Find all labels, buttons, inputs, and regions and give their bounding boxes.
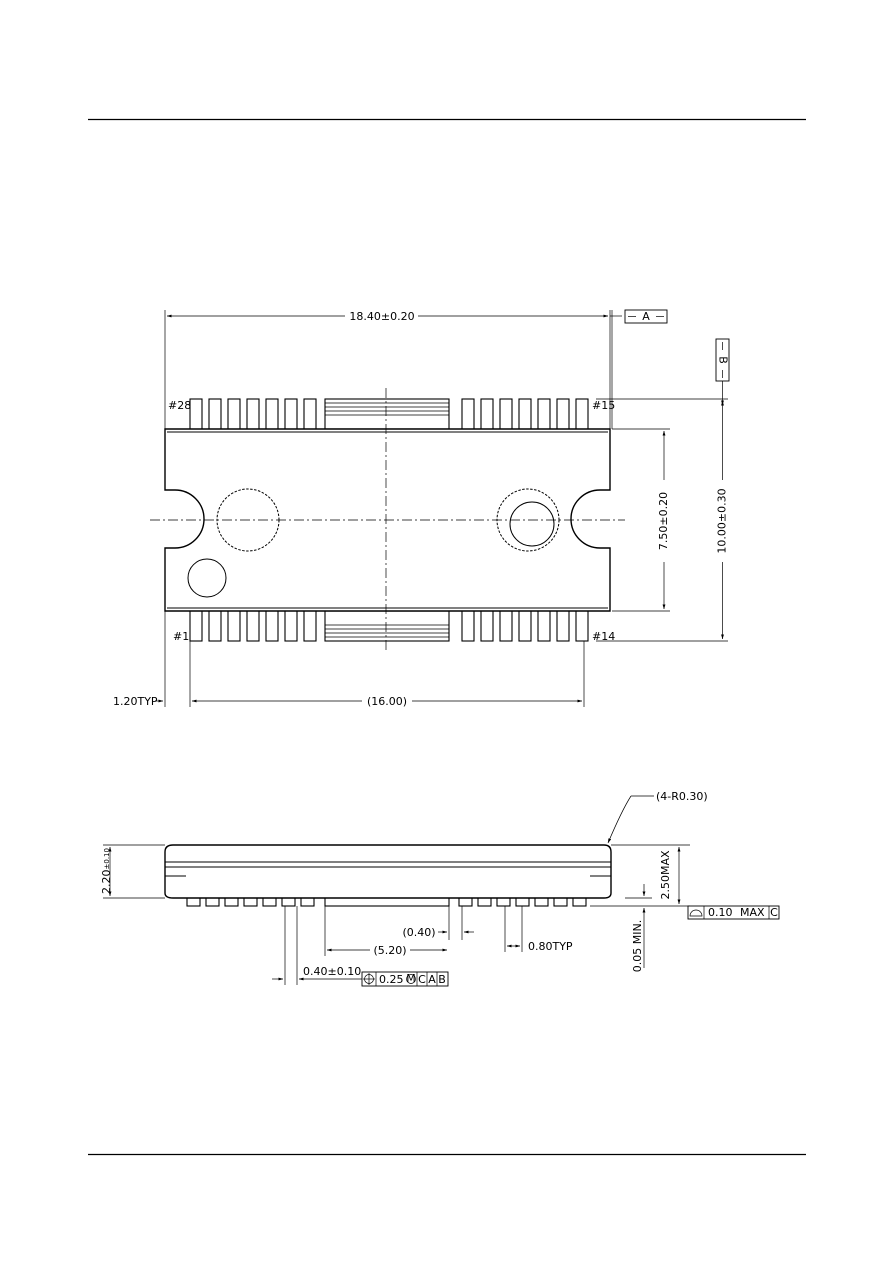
lead-bottom (227, 609, 241, 642)
side-view: (4-R0.30) 2.20±0.10 2.50MAX 0.05 MIN. 0.… (100, 790, 780, 987)
mmc-modifier-icon (406, 974, 416, 984)
coplanarity-value: 0.10 (708, 906, 733, 919)
gap-span-label: (5.20) (373, 944, 406, 957)
datum-a-frame (624, 309, 668, 324)
coplanarity-max: MAX (740, 906, 765, 919)
end-offset-label: 1.20TYP (113, 695, 158, 708)
lead-bottom (461, 609, 475, 642)
position-tolerance-frame (361, 971, 449, 987)
datum-a-label: A (642, 310, 650, 323)
pin-15-label: #15 (592, 399, 615, 412)
pin-14-label: #14 (592, 630, 615, 643)
lead-top (461, 398, 475, 431)
lead-top (208, 398, 222, 431)
lead-top (518, 398, 532, 431)
overall-width-label: 10.00±0.30 (716, 488, 729, 553)
lead-top (556, 398, 570, 431)
lead-bottom (284, 609, 298, 642)
max-height-label: 2.50MAX (659, 850, 672, 900)
datum-b-label: B (717, 356, 730, 364)
top-view: 18.40±0.20 A B 7.50±0.20 10.00±0.30 #28 … (113, 309, 730, 708)
position-ref-a: A (428, 973, 436, 986)
body-height-label: 2.20±0.10 (100, 848, 113, 894)
lead-width-label: 0.40±0.10 (303, 965, 361, 978)
lead-top (499, 398, 513, 431)
pin-1-label: #1 (173, 630, 189, 643)
heat-slug-tab-top (324, 398, 450, 430)
corner-radius-label: (4-R0.30) (656, 790, 708, 803)
pin-28-label: #28 (168, 399, 191, 412)
position-icon (363, 973, 375, 985)
lead-top (303, 398, 317, 431)
lead-bottom (518, 609, 532, 642)
lead-top (265, 398, 279, 431)
position-ref-c: C (418, 973, 426, 986)
lead-top (246, 398, 260, 431)
standoff-label: 0.05 MIN. (631, 920, 644, 972)
lead-top (284, 398, 298, 431)
body-width-label: 7.50±0.20 (657, 492, 670, 550)
lead-bottom (480, 609, 494, 642)
coplanarity-frame (687, 905, 780, 920)
lead-bottom (537, 609, 551, 642)
pin-span-label: (16.00) (367, 695, 407, 708)
lead-bottom (303, 609, 317, 642)
lead-top (537, 398, 551, 431)
lead-top (227, 398, 241, 431)
lead-top (480, 398, 494, 431)
lead-top (189, 398, 203, 431)
lead-bottom (265, 609, 279, 642)
lead-bottom (556, 609, 570, 642)
lead-bottom (575, 609, 589, 642)
top-pins-lower (189, 609, 589, 642)
lead-bottom (246, 609, 260, 642)
position-ref-b: B (438, 973, 446, 986)
heat-slug-tab-bottom (324, 610, 450, 642)
lead-top (575, 398, 589, 431)
mmc-modifier-label: M (406, 972, 416, 985)
lead-bottom (208, 609, 222, 642)
position-tolerance-value: 0.25 (379, 973, 404, 986)
ejector-mark-right-inner (509, 501, 555, 547)
pitch-label: 0.80TYP (528, 940, 573, 953)
lead-bottom (499, 609, 513, 642)
overall-length-label: 18.40±0.20 (349, 310, 414, 323)
coplanarity-datum: C (770, 906, 778, 919)
side-package-body (164, 844, 612, 899)
lead-bottom (189, 609, 203, 642)
gap-label: (0.40) (402, 926, 435, 939)
profile-surface-icon (689, 909, 703, 917)
pin1-index-mark (187, 558, 227, 598)
